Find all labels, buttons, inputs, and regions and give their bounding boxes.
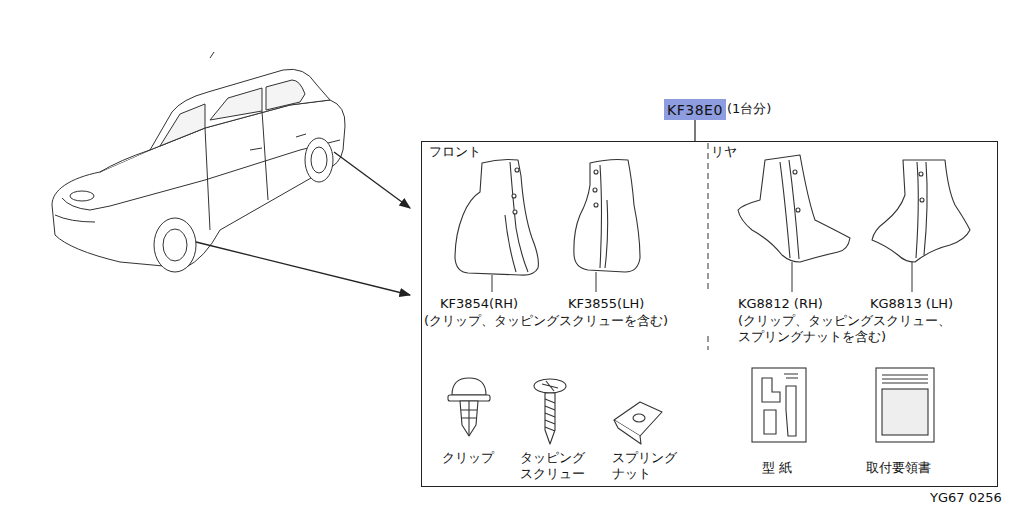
- pointer-arrow: [334, 152, 410, 208]
- section-divider: [708, 143, 709, 350]
- part-number: KF3855(LH): [568, 296, 644, 312]
- part-name: 型 紙: [762, 460, 792, 476]
- drawing-number: YG67 0256: [930, 490, 1002, 506]
- hardware-icons: [448, 378, 662, 444]
- pointer-arrow: [196, 242, 410, 295]
- kit-number-box: KF38E0: [664, 99, 726, 120]
- part-name: スプリング ナット: [612, 450, 690, 482]
- part-number: KF3854(RH): [440, 296, 518, 312]
- part-name: タッピング スクリュー: [520, 450, 598, 482]
- template-sheet-icon: [752, 368, 806, 442]
- mud-flap-drawings: [455, 155, 970, 275]
- leader-line: [694, 120, 695, 141]
- section-heading: リヤ: [711, 143, 737, 160]
- section-heading: フロント: [429, 143, 481, 160]
- kit-quantity: (1台分): [727, 101, 771, 117]
- car-drawing: [52, 52, 345, 272]
- part-name: 取付要領書: [866, 460, 931, 476]
- leader-lines: [492, 262, 912, 292]
- part-number: KG8813 (LH): [870, 296, 953, 312]
- part-number: KG8812 (RH): [738, 296, 823, 312]
- part-note: (クリップ、タッピングスクリュー、 スプリングナットを含む): [738, 313, 990, 345]
- part-name: クリップ: [442, 450, 494, 466]
- part-note: (クリップ、タッピングスクリューを含む): [424, 313, 668, 329]
- kit-number: KF38E0: [667, 102, 723, 119]
- instruction-sheet-icon: [876, 368, 934, 442]
